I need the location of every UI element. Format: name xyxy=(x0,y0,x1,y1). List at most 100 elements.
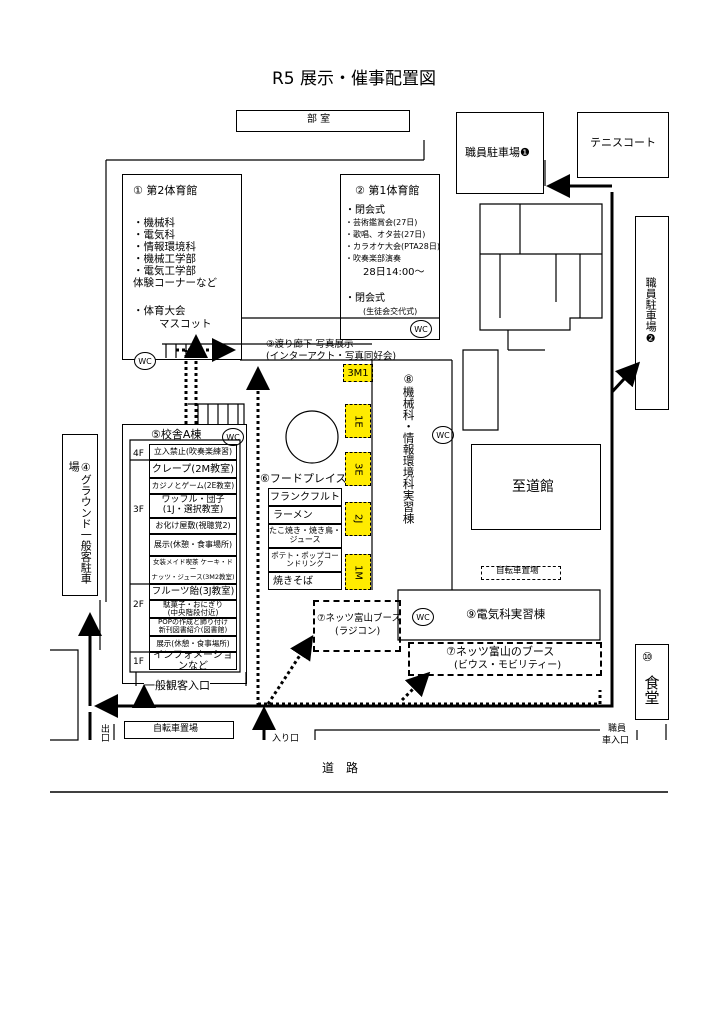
room-fruit: フルーツ飴(3J教室) xyxy=(149,584,237,600)
tennis-court: テニスコート xyxy=(577,112,669,178)
gym-1-closing: ・閉会式 xyxy=(345,205,385,216)
gym-2-line: ・機械工学部 xyxy=(133,253,196,265)
room-info: インフォメーションなど xyxy=(149,650,237,672)
gym-2-line: ・電気科 xyxy=(133,229,175,241)
cafeteria-building: ⑩ 食堂 xyxy=(635,644,669,720)
food-stall: 焼きそば xyxy=(268,572,342,590)
gym-1-line: ・カラオケ大会(PTA28日) xyxy=(345,242,440,251)
gym-1-title: ② 第1体育館 xyxy=(355,184,420,197)
page-title: R5 展示・催事配置図 xyxy=(272,69,437,89)
room-dagashi-1: 駄菓子・おにぎり xyxy=(163,599,223,609)
electrical-lab-label: ⑨電気科実習棟 xyxy=(466,607,546,621)
bike-parking-bottom-label: 自転車置場 xyxy=(153,724,199,734)
yellow-booth-label: 1E xyxy=(352,414,364,428)
gym-1-time: 28日14:00～ xyxy=(363,267,425,278)
school-a-building: ⑤校舎A棟 xyxy=(122,424,247,684)
yellow-booth-1e: 1E xyxy=(345,404,371,438)
wc-icon: WC xyxy=(222,428,244,446)
floor-2f: 2F xyxy=(133,600,144,610)
entry-gate-label: 入り口 xyxy=(272,734,300,744)
bike-parking-inner: 自転車置場 xyxy=(481,566,561,580)
gym-2-line: 体験コーナーなど xyxy=(133,277,217,289)
netz-booth-radio-control: ⑦ネッツ富山ブース (ラジコン) xyxy=(313,600,401,652)
room-pop-1: POPの作成と飾り付け xyxy=(158,618,228,627)
food-stall: たこ焼き・焼き鳥・ジュース xyxy=(268,524,342,548)
yellow-booth-2j: 2J xyxy=(345,502,371,536)
netz-booth-mobility: ⑦ネッツ富山のブース (ビウス・モビリティー) xyxy=(408,642,602,676)
yellow-booth-label: 3E xyxy=(352,462,364,476)
road-label: 道 路 xyxy=(322,761,359,775)
bike-parking-bottom: 自転車置場 xyxy=(124,721,234,739)
wc-icon: WC xyxy=(134,352,156,370)
room-crepe: クレープ(2M教室) xyxy=(149,460,237,478)
gym-2-line: ・情報環境科 xyxy=(133,241,196,253)
shidokan-building: 至道館 xyxy=(471,444,601,530)
room-casino: カジノとゲーム(2E教室) xyxy=(149,478,237,494)
room-dagashi-2: (中央階段付近) xyxy=(167,608,219,617)
floor-3f: 3F xyxy=(133,505,144,515)
ground-parking: ④グラウンド一般客駐車場 xyxy=(62,434,98,596)
room-rest-3f: 展示(休憩・食事場所) xyxy=(149,534,237,556)
staff-gate-label-1: 職員 xyxy=(608,724,627,734)
room-maid-2: ナッツ・ジュース(3M2教室) xyxy=(151,572,235,581)
tennis-court-label: テニスコート xyxy=(590,136,656,149)
food-stall: ポテト・ポップコーンドリンク xyxy=(268,548,342,572)
yellow-booth-label: 2J xyxy=(352,514,364,524)
netz-booth-2-line1: ⑦ネッツ富山のブース xyxy=(446,645,555,658)
room-maid-1: 女装メイド喫茶 ケーキ・ドー xyxy=(152,558,234,574)
food-place-title: ⑥フードプレイス xyxy=(260,472,347,485)
yellow-booth-label: 1M xyxy=(352,564,364,580)
gym-2-mascot: マスコット xyxy=(159,318,212,330)
food-stall: ラーメン xyxy=(268,506,342,524)
exit-gate-label: 出口 xyxy=(98,724,109,742)
room-pop: POPの作成と飾り付け 新刊図書紹介(図書館) xyxy=(149,618,237,636)
gym-2-building: ① 第2体育館 ・機械科 ・電気科 ・情報環境科 ・機械工学部 ・電気工学部 体… xyxy=(122,174,242,360)
staff-parking-1: 職員駐車場❶ xyxy=(456,112,544,194)
room-maid: 女装メイド喫茶 ケーキ・ドー ナッツ・ジュース(3M2教室) xyxy=(149,556,237,584)
gym-2-sports: ・体育大会 xyxy=(133,305,186,317)
yellow-booth-label: 3M1 xyxy=(347,367,369,379)
gym-1-closing-2: ・閉会式 xyxy=(345,293,385,304)
wc-icon: WC xyxy=(410,320,432,338)
room-dagashi: 駄菓子・おにぎり (中央階段付近) xyxy=(149,600,237,618)
room-waffle: ワッフル・団子 (1J・選択教室) xyxy=(149,494,237,518)
gym-2-line: ・機械科 xyxy=(133,217,175,229)
gym-1-line: ・歌唱、オタ芸(27日) xyxy=(345,230,426,239)
room-pop-2: 新刊図書紹介(図書館) xyxy=(158,626,228,634)
gym-2-line: ・電気工学部 xyxy=(133,265,196,277)
gym-1-line: ・芸術鑑賞会(27日) xyxy=(345,218,418,227)
room-haunted: お化け屋敷(視聴覚2) xyxy=(149,518,237,534)
netz-booth-1-line2: (ラジコン) xyxy=(335,626,381,637)
wc-icon: WC xyxy=(412,608,434,626)
club-room-building: 部 室 xyxy=(236,110,410,132)
cafeteria-label: 食堂 xyxy=(642,675,661,705)
food-stall: フランクフルト xyxy=(268,488,342,506)
netz-booth-2-line2: (ビウス・モビリティー) xyxy=(454,660,562,671)
staff-parking-2: 職員駐車場❷ xyxy=(635,216,669,410)
room-waffle-1: ワッフル・団子 xyxy=(161,495,225,506)
wc-icon: WC xyxy=(432,426,454,444)
gym-2-title: ① 第2体育館 xyxy=(133,184,198,197)
shidokan-label: 至道館 xyxy=(512,479,554,495)
room-rest-2f: 展示(休憩・食事場所) xyxy=(149,636,237,652)
yellow-booth-1m: 1M xyxy=(345,554,371,590)
gym-1-line: ・吹奏楽部演奏 xyxy=(345,254,401,263)
school-a-title: ⑤校舎A棟 xyxy=(151,428,202,441)
floor-1f: 1F xyxy=(133,657,144,667)
gym-1-closing-2-sub: (生徒会交代式) xyxy=(363,307,418,316)
staff-parking-2-label: 職員駐車場❷ xyxy=(644,277,658,345)
netz-booth-1-line1: ⑦ネッツ富山ブース xyxy=(317,613,402,624)
room-4f: 立入禁止(吹奏楽練習) xyxy=(149,444,237,460)
ground-parking-label: ④グラウンド一般客駐車場 xyxy=(67,461,93,584)
yellow-booth-3e: 3E xyxy=(345,452,371,486)
corridor-label-2: (インターアクト・写真同好会) xyxy=(266,351,397,362)
staff-gate-label-2: 車入口 xyxy=(602,736,630,746)
staff-parking-1-label: 職員駐車場❶ xyxy=(465,146,530,159)
lab-building-label: ⑧機械科・情報環境科実習棟 xyxy=(401,372,416,524)
cafeteria-number: ⑩ xyxy=(642,650,653,664)
general-entrance-label: 一般観客入口 xyxy=(144,679,210,693)
floor-4f: 4F xyxy=(133,449,144,459)
club-room-label: 部 室 xyxy=(307,114,331,125)
gym-1-building: ② 第1体育館 ・閉会式 ・芸術鑑賞会(27日) ・歌唱、オタ芸(27日) ・カ… xyxy=(340,174,440,340)
